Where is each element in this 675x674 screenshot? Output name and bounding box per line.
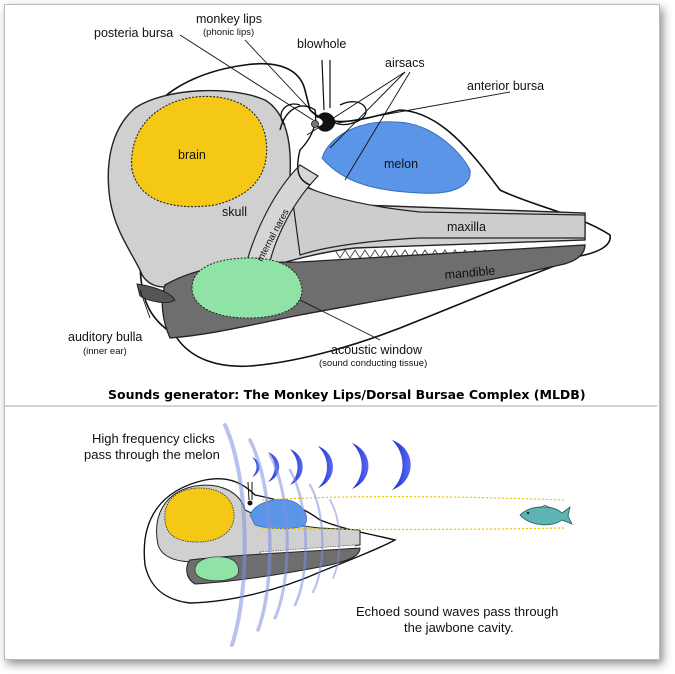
leader-lines [139,34,511,341]
melon-shape [321,121,471,194]
internal-nares-shape [244,164,319,271]
click-crescent-3 [290,449,303,485]
echo-arc-5 [308,483,324,594]
small-brain [164,487,235,543]
label-brain: brain [178,148,206,162]
sonar-beam [261,496,566,531]
echo-text-line2: the jawbone cavity. [404,620,514,635]
fish-icon [519,504,573,526]
label-acoustic-window: acoustic window [331,343,423,357]
echo-arc-6 [329,499,341,579]
echo-text-line1: Echoed sound waves pass through [356,604,558,619]
bottom-panel: High frequency clicks pass through the m… [84,423,573,647]
label-inner-ear: (inner ear) [83,346,127,357]
echo-waves [223,423,341,647]
clicks-text-line2: pass through the melon [84,447,220,462]
label-skull: skull [222,205,247,219]
echo-arc-3 [268,453,289,620]
outgoing-clicks [252,440,411,490]
click-crescent-2 [268,452,280,482]
label-auditory-bulla: auditory bulla [68,330,142,344]
click-crescent-6 [392,440,411,490]
label-maxilla: maxilla [447,220,486,234]
echo-arc-4 [288,468,307,607]
label-posteria-bursa: posteria bursa [94,26,173,40]
label-melon: melon [384,157,418,171]
label-phonic-lips: (phonic lips) [203,27,254,38]
caption: Sounds generator: The Monkey Lips/Dorsal… [108,387,586,402]
label-anterior-bursa: anterior bursa [467,79,544,93]
airsac-loop-left [280,103,301,126]
acoustic-window-shape [191,257,303,319]
maxilla-shape [289,178,586,256]
small-blowhole [247,481,253,501]
clicks-text-line1: High frequency clicks [92,431,215,446]
top-panel: posteria bursa monkey lips (phonic lips)… [68,12,611,402]
label-airsacs: airsacs [385,56,425,70]
posteria-bursa-dot [311,120,319,128]
label-mandible: mandible [444,264,496,282]
auditory-bulla-shape [136,283,176,304]
echo-arc-1 [223,423,247,647]
small-acoustic-window [194,556,239,582]
click-crescent-4 [318,446,333,488]
label-monkey-lips: monkey lips [196,12,262,26]
blowhole-channel [321,59,331,111]
brain-shape [131,95,268,208]
small-phonic-lips [247,500,253,506]
label-sound-conducting: (sound conducting tissue) [319,358,427,369]
echo-arc-2 [248,438,272,632]
label-blowhole: blowhole [297,37,346,51]
click-crescent-5 [352,443,369,489]
